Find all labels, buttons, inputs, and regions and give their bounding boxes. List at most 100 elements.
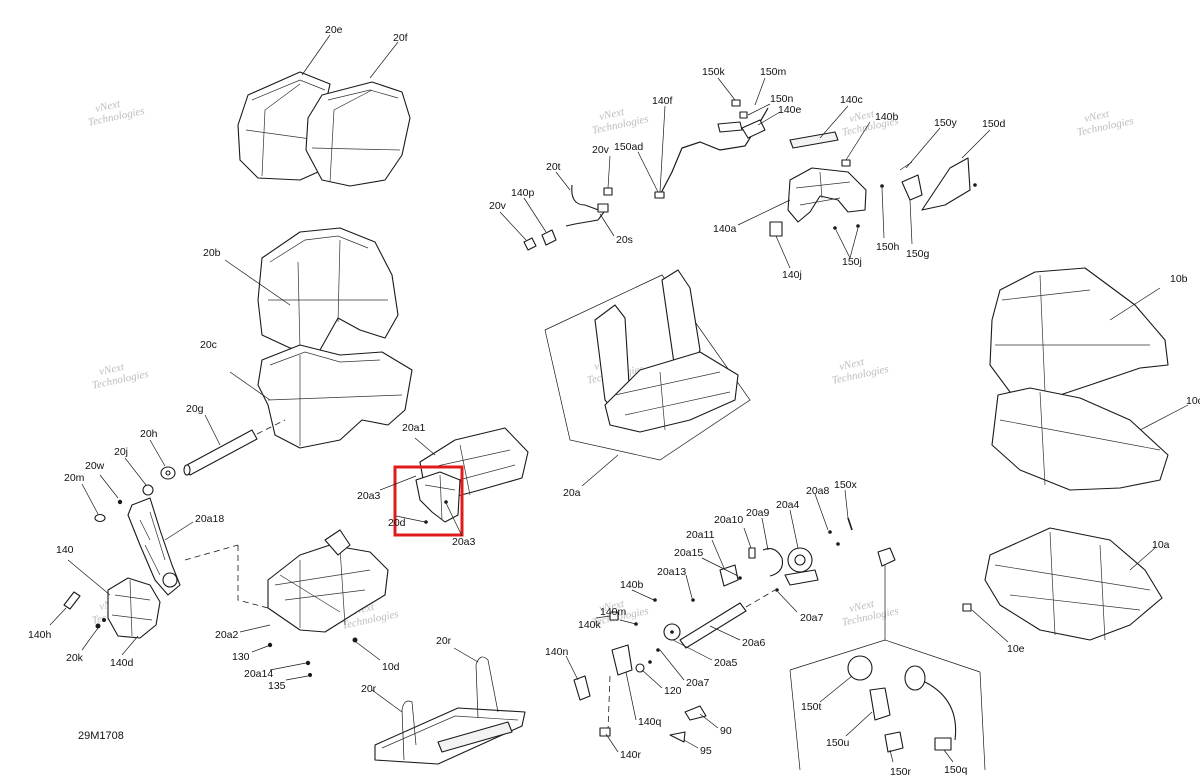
- part-10c-rear-seat-base: [991, 387, 1169, 491]
- part-20a13-screw: [691, 598, 695, 602]
- label-140b-top: 140b: [875, 111, 899, 123]
- part-150ad-plug: [603, 187, 613, 196]
- label-20a5: 20a5: [714, 657, 738, 669]
- highlight-box: [393, 465, 464, 537]
- part-20a7-fastener: [775, 588, 779, 592]
- label-140f: 140f: [652, 95, 673, 107]
- label-90: 90: [720, 725, 732, 737]
- part-130-bolt: [267, 642, 273, 648]
- label-20a14: 20a14: [244, 668, 273, 680]
- label-150x: 150x: [834, 479, 858, 491]
- part-20a4-gear: [784, 547, 819, 586]
- part-135-screw: [308, 673, 312, 677]
- part-140r-clip: [599, 727, 611, 737]
- part-150g-bracket: [901, 174, 923, 201]
- part-10a-rear-seat-frame: [984, 527, 1163, 641]
- part-140p-button: [541, 229, 557, 246]
- label-150h: 150h: [876, 241, 900, 253]
- label-20s: 20s: [616, 234, 633, 246]
- label-20a4: 20a4: [776, 499, 800, 511]
- part-20c-seat-base: [257, 344, 413, 449]
- label-20a2: 20a2: [215, 629, 239, 641]
- part-150d-bracket: [921, 157, 977, 211]
- svg-text:vNext: vNext: [598, 106, 626, 123]
- label-20a18: 20a18: [195, 513, 224, 525]
- part-20d-seat-insert: [415, 471, 461, 524]
- label-150m: 150m: [760, 66, 787, 78]
- label-20a8: 20a8: [806, 485, 830, 497]
- part-150j-screws: [833, 224, 860, 230]
- label-150u: 150u: [826, 737, 850, 749]
- label-140: 140: [56, 544, 74, 556]
- part-140n-key: [573, 675, 591, 701]
- label-140e: 140e: [778, 104, 802, 116]
- label-140d: 140d: [110, 657, 134, 669]
- part-140h-handle: [63, 591, 81, 610]
- label-150q: 150q: [944, 764, 968, 776]
- part-10b-rear-seat: [989, 267, 1169, 396]
- part-150x-pin: [847, 517, 853, 531]
- label-20r-top: 20r: [436, 635, 452, 647]
- part-20j-bushing: [142, 484, 154, 496]
- label-20a11: 20a11: [686, 529, 715, 541]
- label-20v-left: 20v: [489, 200, 507, 212]
- part-140c-grab-bar: [789, 131, 839, 149]
- label-140a: 140a: [713, 223, 737, 235]
- svg-text:vNext: vNext: [848, 108, 876, 125]
- document-id: 29M1708: [78, 730, 124, 742]
- part-140j-switch: [769, 221, 783, 237]
- label-140h: 140h: [28, 629, 52, 641]
- part-90-wedge: [684, 705, 707, 721]
- label-20h: 20h: [140, 428, 158, 440]
- leader-lines: [49, 34, 1189, 763]
- label-140k: 140k: [578, 619, 602, 631]
- label-20k: 20k: [66, 652, 84, 664]
- label-20j: 20j: [114, 446, 128, 458]
- label-10e: 10e: [1007, 643, 1025, 655]
- label-10a: 10a: [1152, 539, 1170, 551]
- svg-text:vNext: vNext: [838, 356, 866, 373]
- part-140b-bracket: [653, 598, 657, 602]
- label-150ad: 150ad: [614, 141, 643, 153]
- part-20a-hinge-assembly: [544, 269, 751, 461]
- part-150-connector-callout: [789, 547, 986, 771]
- part-20a2-seat-frame: [184, 529, 389, 633]
- part-20v-cap: [523, 237, 537, 251]
- svg-text:vNext: vNext: [598, 598, 626, 615]
- part-10e-clip: [962, 603, 972, 612]
- svg-text:vNext: vNext: [1083, 108, 1111, 125]
- part-150m-connector: [717, 121, 743, 133]
- label-10d: 10d: [382, 661, 400, 673]
- part-10d-clip: [352, 637, 358, 643]
- label-140c: 140c: [840, 94, 863, 106]
- label-20m: 20m: [64, 472, 85, 484]
- part-140-side-console: [107, 577, 161, 639]
- label-95: 95: [700, 745, 712, 757]
- label-140p: 140p: [511, 187, 535, 199]
- label-150k: 150k: [702, 66, 726, 78]
- label-20a3-right: 20a3: [452, 536, 476, 548]
- label-20b: 20b: [203, 247, 221, 259]
- part-150h-screw: [880, 184, 884, 188]
- label-120: 120: [664, 685, 682, 697]
- label-20a13: 20a13: [657, 566, 686, 578]
- part-20a11-plate: [719, 564, 739, 587]
- part-20a7-screw: [648, 648, 660, 664]
- label-20a3-left: 20a3: [357, 490, 381, 502]
- label-140j: 140j: [782, 269, 802, 281]
- label-140m: 140m: [600, 606, 627, 618]
- label-10c: 10c: [1186, 395, 1200, 407]
- label-20v-top: 20v: [592, 144, 610, 156]
- label-140r: 140r: [620, 749, 642, 761]
- part-labels: 20e 20f 20b 20c 20g 20h 20j 20w 20m 20a1…: [28, 24, 1200, 777]
- label-20a15: 20a15: [674, 547, 703, 559]
- part-20a8-screw: [828, 530, 840, 546]
- part-20a9-spring: [762, 548, 784, 577]
- part-150k-connector: [731, 99, 741, 107]
- part-140a-rear-handle: [787, 167, 867, 223]
- part-20b-seat-shell: [257, 227, 399, 351]
- part-20a10-bushing: [748, 547, 756, 559]
- part-140b-cap: [841, 159, 851, 167]
